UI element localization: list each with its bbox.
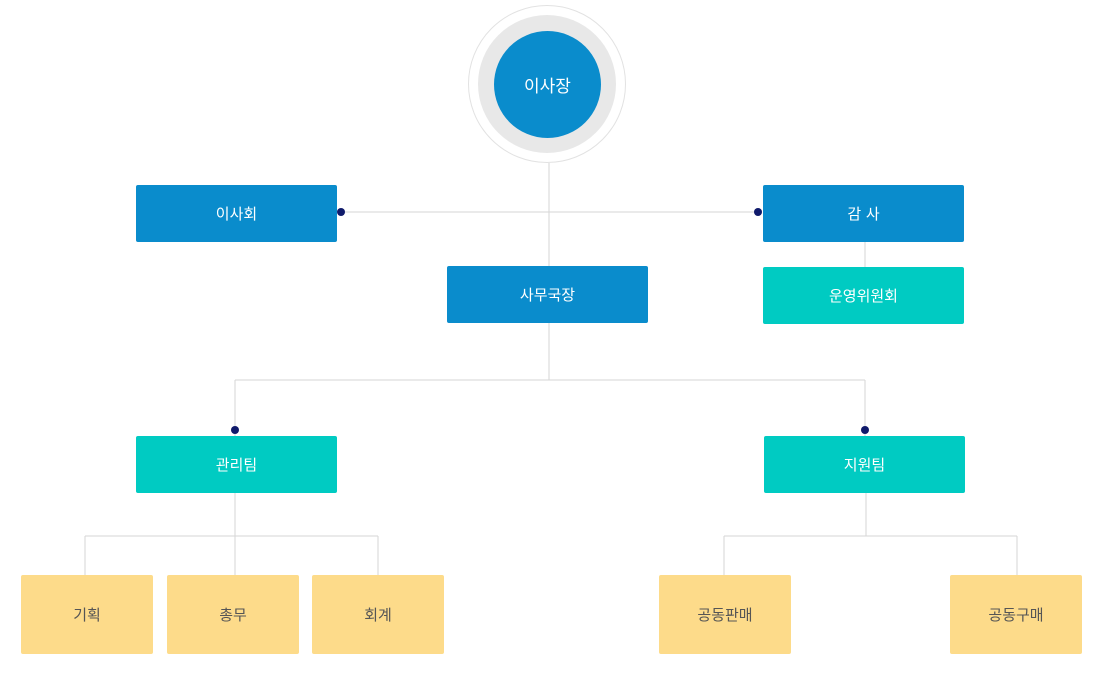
connector-dot-auditor	[754, 208, 762, 216]
joint-purchasing-unit-label: 공동구매	[988, 606, 1044, 624]
joint-sales-unit-node: 공동판매	[659, 575, 791, 654]
auditor-node: 감 사	[763, 185, 964, 242]
board-node: 이사회	[136, 185, 337, 242]
operating-committee-label: 운영위원회	[828, 287, 898, 305]
management-team-label: 관리팀	[215, 456, 258, 474]
auditor-label: 감 사	[847, 205, 880, 223]
accounting-unit-label: 회계	[364, 606, 392, 624]
general-affairs-unit-label: 총무	[219, 606, 247, 624]
accounting-unit-node: 회계	[312, 575, 444, 654]
planning-unit-label: 기획	[73, 606, 101, 624]
general-affairs-unit-node: 총무	[167, 575, 299, 654]
joint-purchasing-unit-node: 공동구매	[950, 575, 1082, 654]
chairman-node: 이사장	[494, 31, 601, 138]
operating-committee-node: 운영위원회	[763, 267, 964, 324]
chairman-label: 이사장	[524, 77, 571, 97]
board-label: 이사회	[215, 205, 258, 223]
connector-dot-management	[231, 426, 239, 434]
support-team-label: 지원팀	[843, 456, 886, 474]
joint-sales-unit-label: 공동판매	[697, 606, 753, 624]
connector-dot-support	[861, 426, 869, 434]
planning-unit-node: 기획	[21, 575, 153, 654]
secretary-general-label: 사무국장	[519, 286, 576, 304]
support-team-node: 지원팀	[764, 436, 965, 493]
secretary-general-node: 사무국장	[447, 266, 648, 323]
management-team-node: 관리팀	[136, 436, 337, 493]
connector-dot-board	[337, 208, 345, 216]
